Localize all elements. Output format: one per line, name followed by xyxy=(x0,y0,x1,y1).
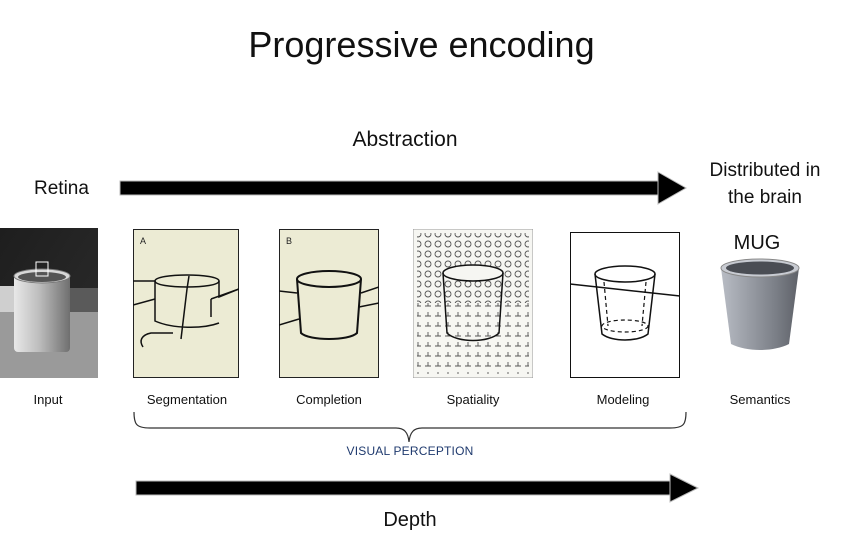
panel-label-spatiality: Spatiality xyxy=(446,392,500,407)
abstraction-label: Abstraction xyxy=(352,128,458,151)
abstraction-arrow xyxy=(119,171,688,205)
mug-label: MUG xyxy=(733,232,781,254)
panel-label-completion: Completion xyxy=(296,392,362,407)
panel-label-input: Input xyxy=(33,392,63,407)
spatiality-drawing xyxy=(413,229,533,378)
visual-perception-label: VISUAL PERCEPTION xyxy=(346,444,474,458)
page-title: Progressive encoding xyxy=(248,24,595,65)
depth-arrow xyxy=(135,473,700,503)
modeling-drawing xyxy=(570,232,680,378)
distributed-line-1: Distributed in xyxy=(709,160,821,181)
segmentation-tag: A xyxy=(140,236,146,246)
segmentation-drawing: A xyxy=(133,229,239,378)
mug-3d-icon xyxy=(720,258,800,350)
distributed-label: Distributed in the brain xyxy=(690,157,840,211)
distributed-line-2: the brain xyxy=(728,187,802,208)
retina-label: Retina xyxy=(34,178,89,199)
panel-label-semantics: Semantics xyxy=(729,392,791,407)
visual-perception-brace xyxy=(133,411,687,443)
input-photo xyxy=(0,228,98,378)
panel-label-segmentation: Segmentation xyxy=(146,392,228,407)
completion-drawing: B xyxy=(279,229,379,378)
panel-label-modeling: Modeling xyxy=(596,392,650,407)
completion-tag: B xyxy=(286,236,292,246)
depth-label: Depth xyxy=(383,509,437,531)
